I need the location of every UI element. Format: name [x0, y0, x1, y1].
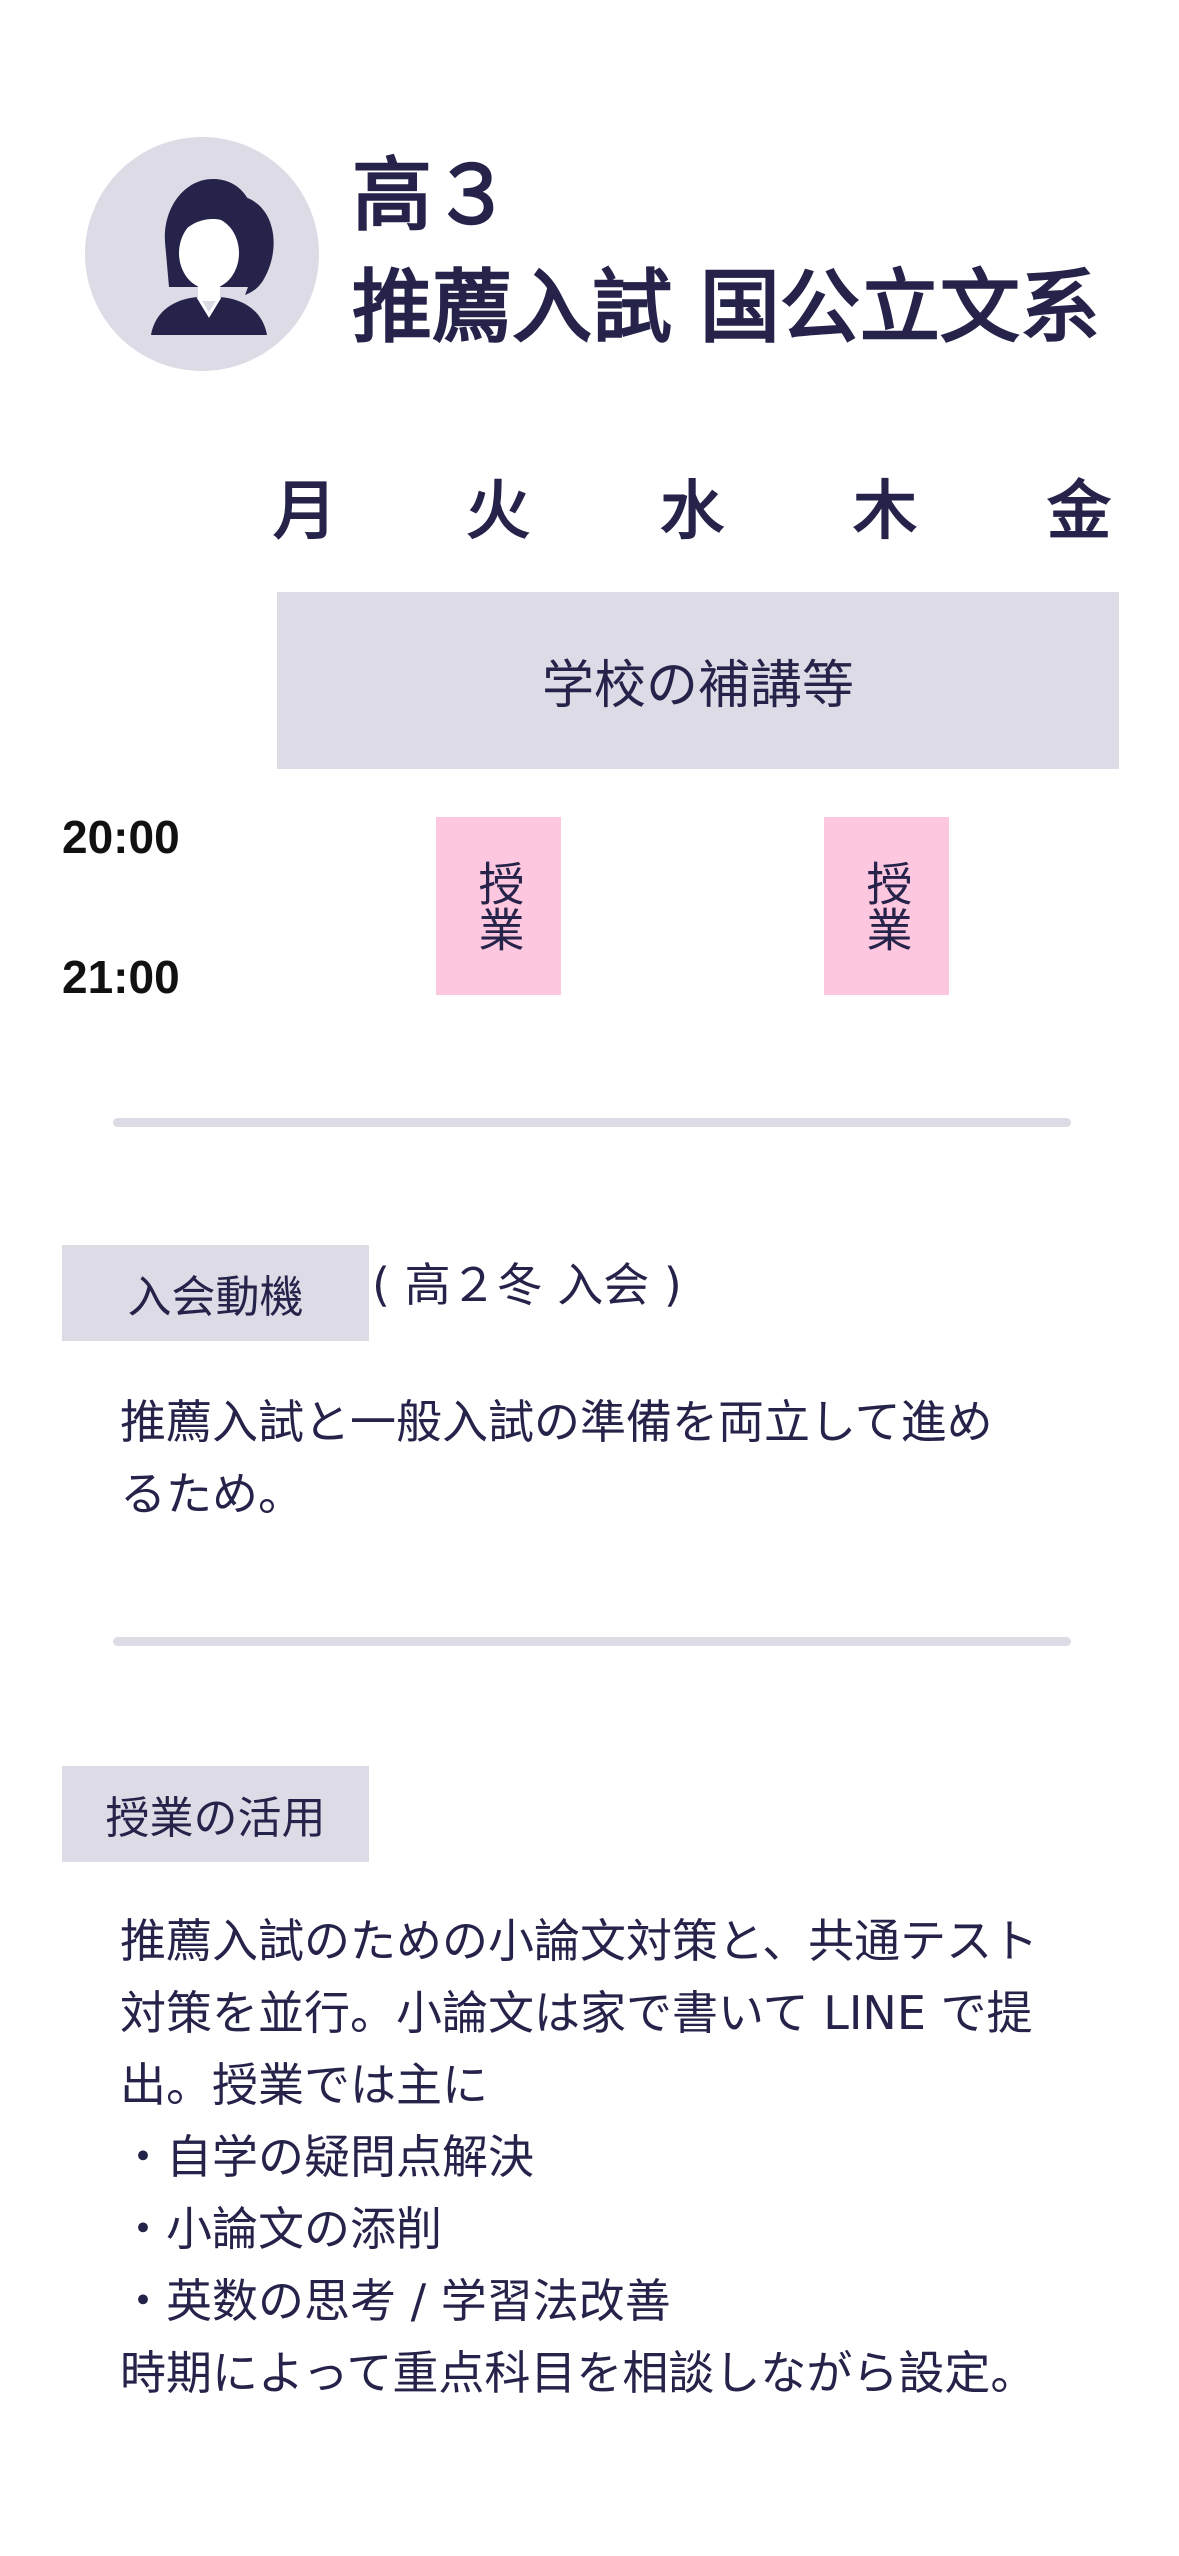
text-line: 推薦入試のための小論文対策と、共通テスト — [120, 1914, 1039, 1968]
school-block: 学校の補講等 — [277, 592, 1119, 769]
weekday-fri: 金 — [1047, 475, 1111, 549]
school-block-label: 学校の補講等 — [541, 656, 854, 716]
weekday-tue: 火 — [466, 475, 530, 549]
weekday-thu: 木 — [853, 475, 917, 549]
lesson-block-thu: 授業 — [824, 817, 949, 995]
text-line: ・小論文の添削 — [120, 2202, 442, 2256]
lesson-block-tue: 授業 — [436, 817, 561, 995]
lesson-label: 授業 — [859, 860, 914, 952]
text-line: ・英数の思考 / 学習法改善 — [120, 2274, 671, 2328]
time-label: 20:00 — [62, 811, 180, 863]
weekday-mon: 月 — [273, 475, 337, 549]
motivation-text: 推薦入試と一般入試の準備を両立して進め るため。 — [120, 1386, 1130, 1530]
divider — [113, 1118, 1071, 1127]
lesson-usage-label: 授業の活用 — [62, 1766, 369, 1862]
text-line: 出。授業では主に — [120, 2058, 488, 2112]
lesson-usage-text: 推薦入試のための小論文対策と、共通テスト 対策を並行。小論文は家で書いて LIN… — [120, 1905, 1130, 2409]
text-line: るため。 — [120, 1467, 304, 1521]
text-line: ・自学の疑問点解決 — [120, 2130, 534, 2184]
course-title: 推薦入試 国公立文系 — [352, 261, 1100, 354]
time-label: 21:00 — [62, 951, 180, 1003]
join-date-note: ( 高２冬 入会 ) — [372, 1258, 682, 1312]
avatar — [85, 137, 319, 371]
weekday-wed: 水 — [660, 475, 724, 549]
female-student-avatar-icon — [151, 179, 274, 335]
motivation-label: 入会動機 — [62, 1245, 369, 1341]
lesson-label: 授業 — [471, 860, 526, 952]
grade-title: 高３ — [352, 149, 512, 242]
text-line: 時期によって重点科目を相談しながら設定。 — [120, 2346, 1037, 2400]
text-line: 推薦入試と一般入試の準備を両立して進め — [120, 1395, 993, 1449]
text-line: 対策を並行。小論文は家で書いて LINE で提 — [120, 1986, 1033, 2040]
divider — [113, 1637, 1071, 1646]
